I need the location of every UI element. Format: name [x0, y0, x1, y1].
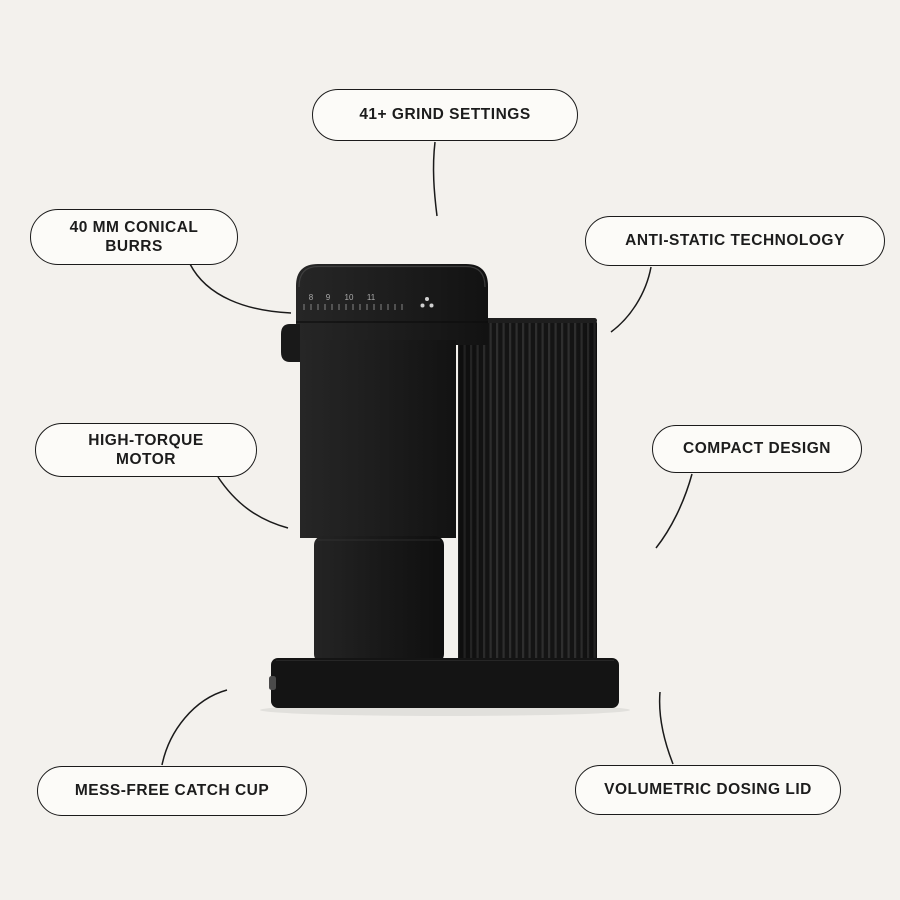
callout-anti-static: ANTI-STATIC TECHNOLOGY — [585, 216, 885, 266]
callout-grind-settings: 41+ GRIND SETTINGS — [312, 89, 578, 141]
callout-label: COMPACT DESIGN — [683, 440, 831, 458]
hopper-rim-highlight — [298, 265, 486, 288]
callout-mess-free-catch-cup: MESS-FREE CATCH CUP — [37, 766, 307, 816]
dial-number: 9 — [326, 293, 331, 302]
dial-ticks — [303, 304, 403, 310]
grinder-hopper: 8 9 10 11 — [296, 264, 488, 345]
connector-mess-free-catch-cup — [161, 689, 228, 766]
callout-label: MESS-FREE CATCH CUP — [74, 782, 270, 800]
callout-label: VOLUMETRIC DOSING LID — [604, 781, 812, 799]
power-switch — [269, 676, 276, 690]
grinder-spout — [281, 324, 300, 362]
callout-label: HIGH-TORQUE MOTOR — [88, 431, 204, 468]
callout-compact-design: COMPACT DESIGN — [652, 425, 862, 473]
callout-label: 41+ GRIND SETTINGS — [359, 106, 531, 124]
connector-grind-settings — [432, 141, 438, 217]
connector-conical-burrs — [189, 263, 292, 314]
callout-label: 40 MM CONICAL BURRS — [69, 218, 199, 255]
connector-compact-design — [655, 473, 693, 549]
brand-mark-icon — [420, 297, 434, 308]
ribbed-column — [458, 318, 597, 679]
connector-anti-static — [610, 266, 652, 333]
dial-number: 8 — [309, 293, 314, 302]
callout-volumetric-dosing-lid: VOLUMETRIC DOSING LID — [575, 765, 841, 815]
grinder-body — [300, 340, 456, 538]
catch-cup — [314, 536, 444, 663]
connector-volumetric-dosing-lid — [658, 691, 674, 765]
dial-number: 10 — [345, 293, 354, 302]
callout-conical-burrs: 40 MM CONICAL BURRS — [30, 209, 238, 265]
callout-high-torque-motor: HIGH-TORQUE MOTOR — [35, 423, 257, 477]
base-plate — [269, 658, 619, 708]
callout-label: ANTI-STATIC TECHNOLOGY — [625, 232, 845, 250]
connector-lines — [161, 141, 693, 766]
connector-high-torque-motor — [217, 476, 289, 529]
dial-number: 11 — [367, 293, 376, 302]
grind-dial: 8 9 10 11 — [303, 293, 434, 310]
